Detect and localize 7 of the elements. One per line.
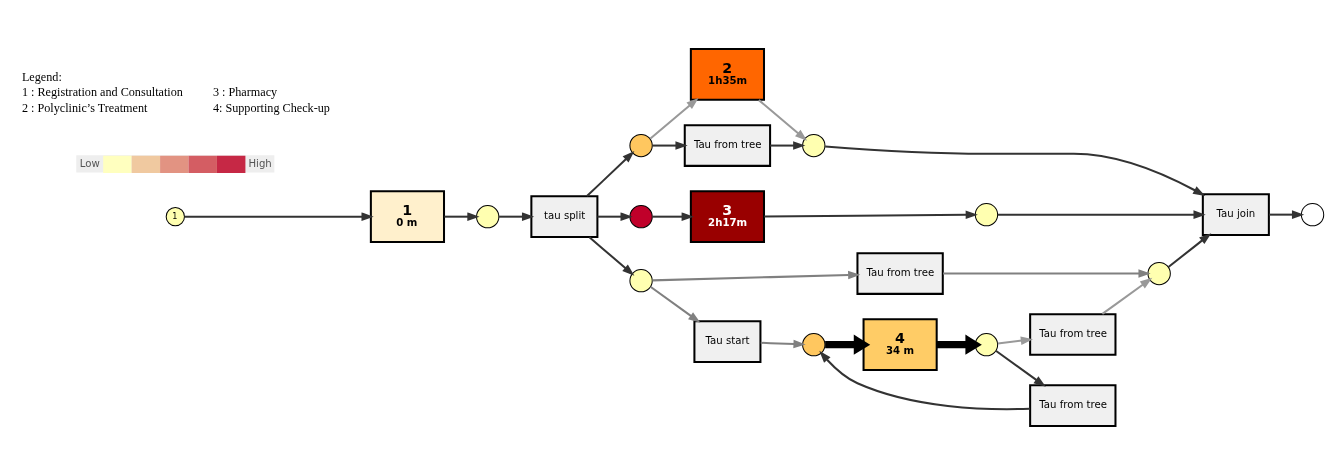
label: 3 : Pharmacy xyxy=(212,85,278,100)
legend-label: High xyxy=(248,157,272,169)
label: 2 : Polyclinic’s Treatment xyxy=(21,100,148,115)
label: 1 : Registration and Consultation xyxy=(21,85,183,100)
label: 4: Supporting Check-up xyxy=(212,100,330,115)
legend-label: Low xyxy=(79,157,100,169)
label: Legend: xyxy=(21,70,62,85)
